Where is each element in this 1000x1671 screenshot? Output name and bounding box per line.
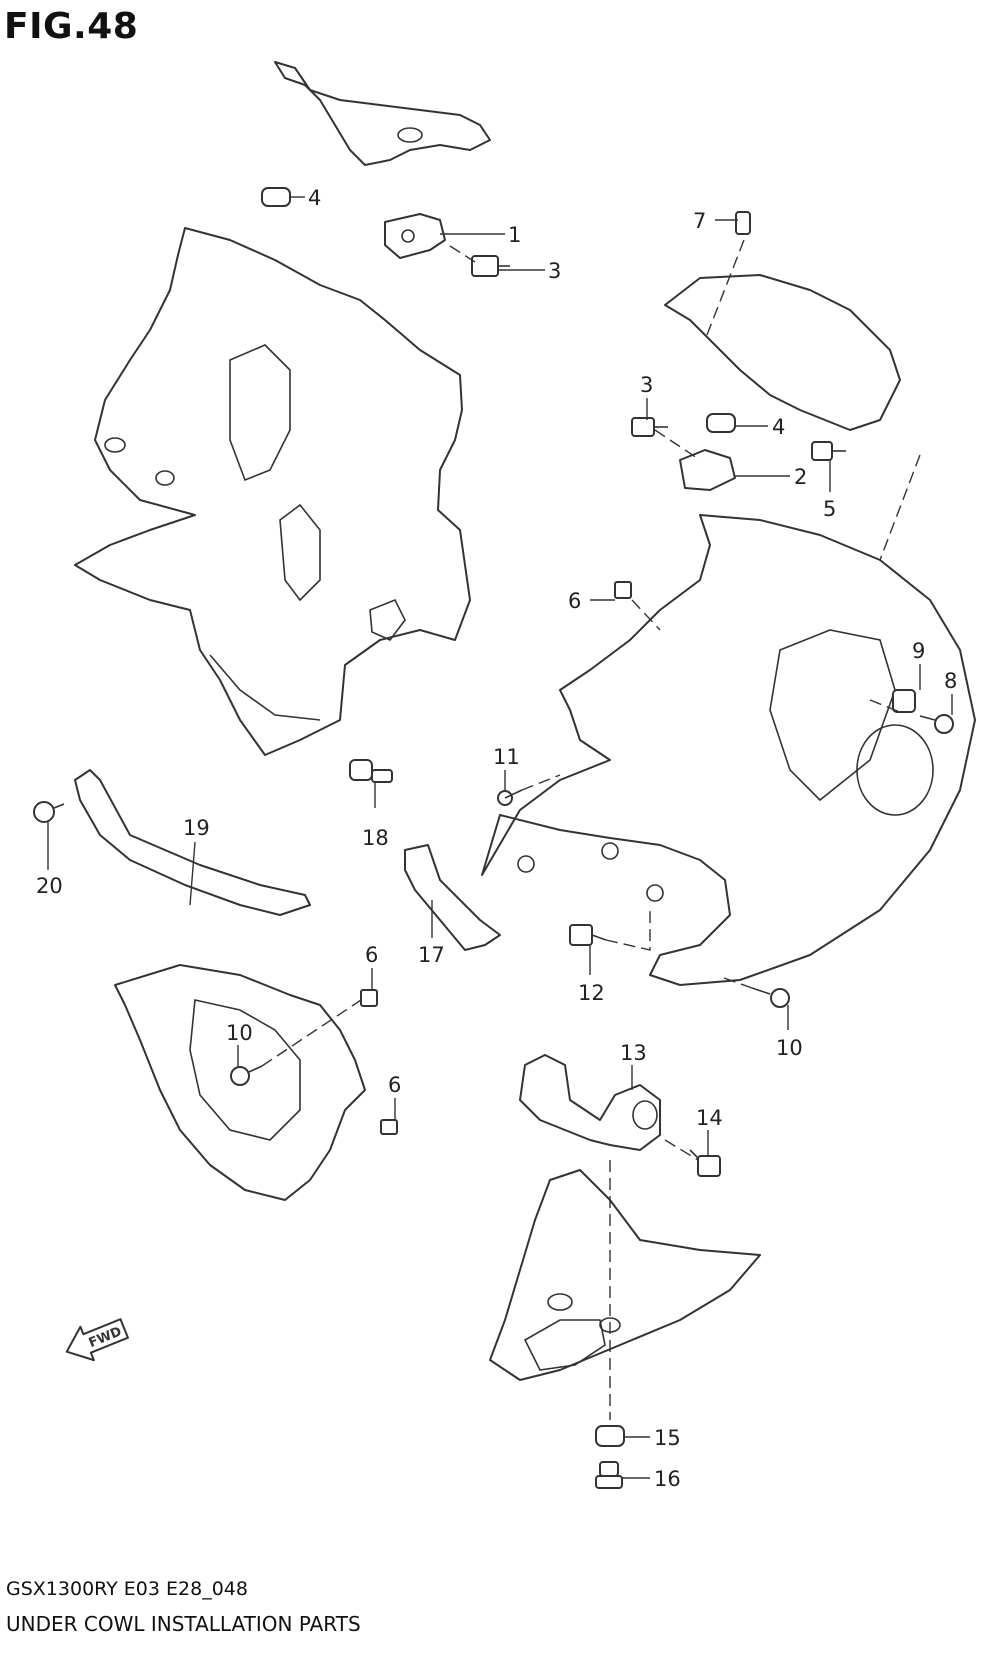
screw-part-10-left: [230, 1065, 263, 1086]
bracket-hole: [397, 127, 423, 143]
callout-17: 17: [418, 943, 445, 967]
callout-20: 20: [36, 874, 63, 898]
screw-part-10-right: [751, 987, 790, 1008]
panel-mount: [155, 470, 175, 486]
alignment-line: [723, 977, 753, 989]
bracket-part-1: [384, 213, 446, 259]
callout-14: 14: [696, 1106, 723, 1130]
panel-cutout: [279, 503, 321, 602]
callout-11: 11: [493, 745, 520, 769]
clip-part-7: [735, 211, 751, 235]
callout-1: 1: [508, 223, 521, 247]
bolt-part-14: [689, 1149, 721, 1177]
bolt-part-12: [569, 924, 607, 946]
alignment-line: [521, 774, 561, 791]
bracket-part-13: [519, 1054, 661, 1151]
panel-cutout: [769, 629, 896, 802]
panel-cutout: [229, 344, 291, 482]
panel-cutout: [369, 598, 406, 641]
panel-mount: [601, 842, 619, 860]
alignment-line: [261, 999, 362, 1067]
callout-18: 18: [362, 826, 389, 850]
panel-edge: [209, 654, 321, 721]
callout-4-top: 4: [308, 186, 321, 210]
callout-8: 8: [944, 669, 957, 693]
panel-mount: [547, 1293, 573, 1311]
left-inner-panel: [74, 227, 471, 756]
washer-part-9: [892, 689, 916, 713]
grommet-part-4-right: [706, 413, 736, 433]
callout-9: 9: [912, 639, 925, 663]
callout-12: 12: [578, 981, 605, 1005]
callout-4-right: 4: [772, 415, 785, 439]
alignment-line: [631, 599, 661, 631]
nut-part-6-lower: [380, 1119, 398, 1135]
callout-13: 13: [620, 1041, 647, 1065]
callout-3-top: 3: [548, 259, 561, 283]
bolt-part-3-right: [631, 417, 668, 437]
bracket-part-2: [679, 449, 736, 491]
panel-vent: [856, 724, 934, 816]
alignment-line: [869, 699, 901, 713]
alignment-line: [605, 905, 651, 951]
bracket-hole: [401, 229, 415, 243]
lower-center-panel: [489, 1169, 761, 1381]
alignment-line: [879, 454, 921, 561]
bolt-part-20: [33, 801, 65, 823]
callout-10-left: 10: [226, 1021, 253, 1045]
callout-6-lower: 6: [388, 1073, 401, 1097]
callout-7: 7: [693, 209, 706, 233]
leader-line: [189, 841, 196, 906]
bar-part-19: [74, 769, 311, 916]
screw-part-8: [919, 714, 954, 734]
diagram-code: GSX1300RY E03 E28_048: [6, 1578, 248, 1600]
bolt-part-16: [595, 1461, 623, 1489]
forward-arrow-icon: FWD: [65, 1318, 129, 1362]
bolt-part-5: [811, 441, 846, 461]
upper-bracket-part: [274, 61, 491, 166]
right-outer-panel: [481, 514, 976, 986]
bolt-part-3-top: [471, 255, 510, 277]
figure-title: FIG.48: [4, 6, 139, 47]
callout-2: 2: [794, 465, 807, 489]
alignment-line: [664, 1139, 699, 1161]
callout-19: 19: [183, 816, 210, 840]
bracket-hole: [632, 1100, 658, 1130]
alignment-line: [654, 429, 701, 461]
panel-cutout: [523, 1319, 606, 1371]
callout-16: 16: [654, 1467, 681, 1491]
nut-part-6-upper: [614, 581, 632, 599]
callout-3-right: 3: [640, 373, 653, 397]
grommet-part-15: [595, 1425, 625, 1447]
callout-5: 5: [823, 497, 836, 521]
right-upper-panel: [664, 274, 901, 431]
pin-part-18: [349, 759, 393, 783]
panel-mount: [517, 855, 535, 873]
callout-15: 15: [654, 1426, 681, 1450]
panel-mount: [646, 884, 664, 902]
nut-part-6-middle: [360, 989, 378, 1007]
panel-cutout: [189, 999, 301, 1141]
panel-mount: [104, 437, 126, 453]
callout-10-right: 10: [776, 1036, 803, 1060]
clip-part-11: [497, 789, 523, 806]
bracket-part-17: [404, 844, 501, 951]
alignment-line: [449, 245, 476, 263]
callout-6-middle: 6: [365, 943, 378, 967]
diagram-caption: UNDER COWL INSTALLATION PARTS: [6, 1612, 361, 1636]
grommet-part-4-top: [261, 187, 291, 207]
callout-6-upper: 6: [568, 589, 581, 613]
